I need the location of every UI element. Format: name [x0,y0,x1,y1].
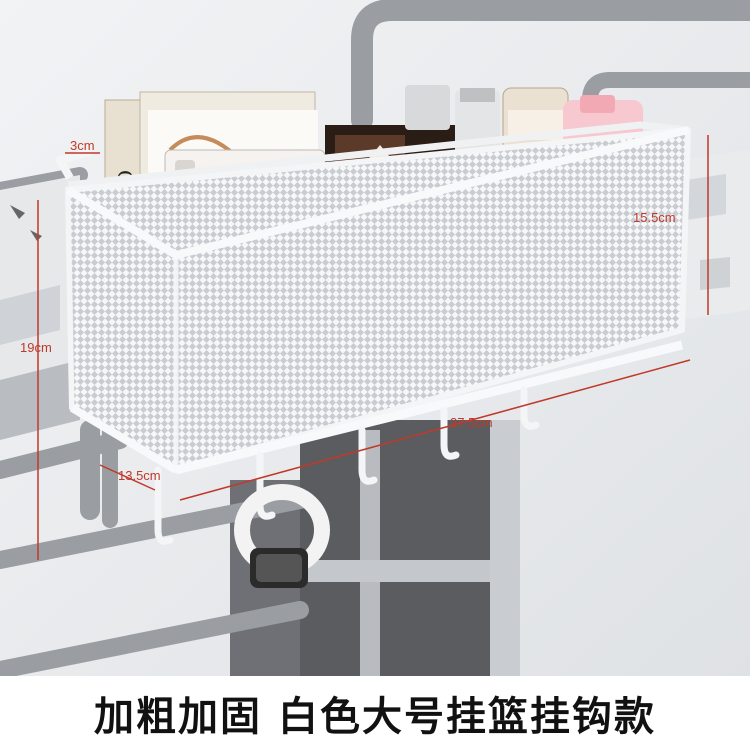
basket-height-label: 15.5cm [633,210,676,225]
right-bedding [680,150,750,320]
banner-text: 加粗加固 白色大号挂篮挂钩款 [94,694,656,740]
dimension-lines [37,135,709,560]
basket-length-label: 37.5cm [450,415,493,430]
basket-depth-label: 13.5cm [118,468,161,483]
mesh-basket [56,121,691,475]
smartwatch [234,484,330,588]
hook-reach-label: 3cm [70,138,95,153]
bottom-banner: 加粗加固 白色大号挂篮挂钩款 [0,676,750,750]
bedding [0,175,80,440]
total-height-label: 19cm [20,340,52,355]
